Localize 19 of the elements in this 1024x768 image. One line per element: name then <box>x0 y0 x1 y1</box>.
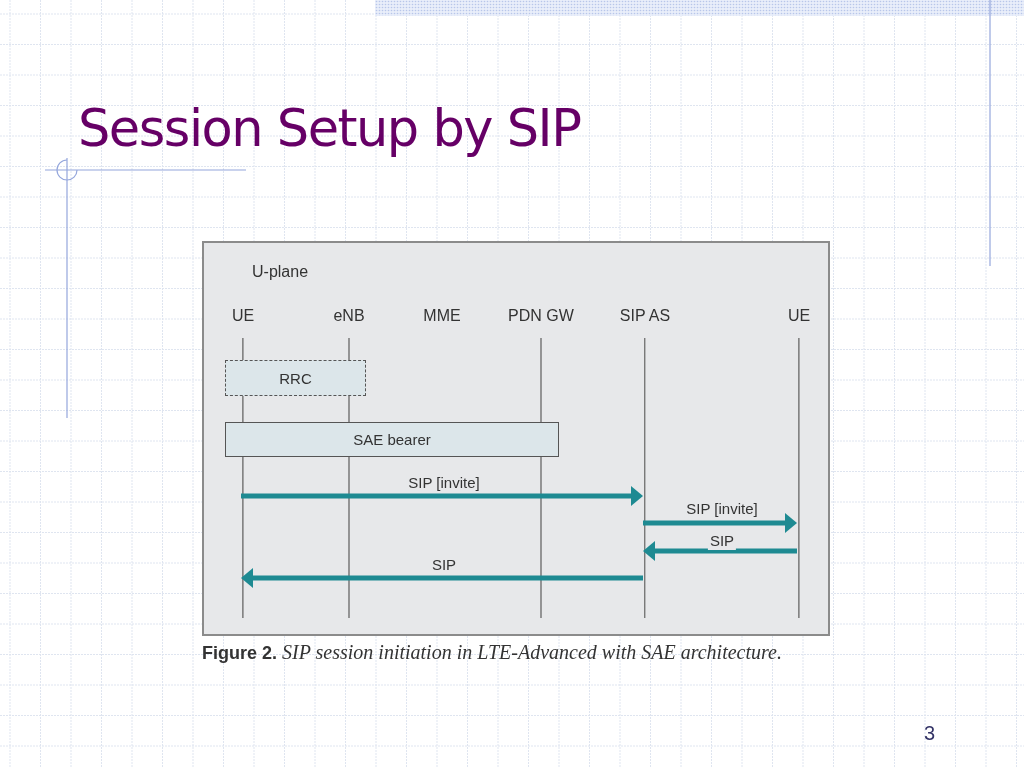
panel-heading: U-plane <box>252 263 309 281</box>
edge-label: SIP [invite] <box>406 474 482 492</box>
participant-label: UE <box>787 306 811 326</box>
participant-label: MME <box>423 306 461 326</box>
page-number: 3 <box>924 722 936 745</box>
participant-label: SIP AS <box>619 306 671 326</box>
arrow <box>643 541 797 561</box>
participant-label: PDN GW <box>508 306 574 326</box>
bearer-bar: SAE bearer <box>225 422 559 457</box>
participant-label: UE <box>231 306 255 326</box>
arrow <box>643 513 797 533</box>
figure-caption: Figure 2. SIP session initiation in LTE-Advanced with SAE architecture. <box>202 641 782 664</box>
figure-panel <box>202 241 830 636</box>
arrow <box>241 486 643 506</box>
slide-title: Session Setup by SIP <box>78 99 581 158</box>
participant-label: eNB <box>333 306 365 326</box>
edge-label: SIP [invite] <box>684 500 760 518</box>
arrow <box>241 568 643 588</box>
dashed-box: RRC <box>225 360 366 396</box>
